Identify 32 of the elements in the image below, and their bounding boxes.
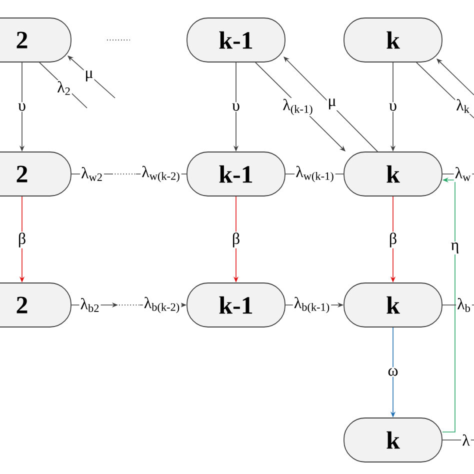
edge-label: β	[388, 232, 398, 248]
edge-label: λ	[461, 433, 471, 447]
edge-label: υ	[388, 102, 398, 112]
edge-label: λ$_{b(k-2)}$	[142, 296, 182, 314]
edge-label: λ$_{w(k-2)}$	[140, 164, 182, 184]
edge-label: υ	[231, 102, 241, 112]
state-box: k	[344, 18, 442, 62]
state-box: 2	[0, 152, 72, 196]
edge-label: ω	[386, 367, 400, 377]
state-box: k-1	[186, 282, 286, 328]
edge-label: λ$_{b2}$	[79, 297, 101, 313]
state-box: 2	[0, 18, 72, 62]
state-box: k	[344, 282, 442, 328]
edge-label: η	[450, 242, 460, 254]
edge-label: λ$_{b}$	[456, 297, 472, 313]
state-box: k	[344, 418, 442, 462]
edge-label: λ$_{w2}$	[80, 166, 104, 182]
edge-label: λ$_{k}$	[455, 98, 471, 114]
edge-label: β	[230, 232, 242, 248]
edge-label: λ$_{w}$	[454, 166, 472, 182]
edge-label: λ$_{b(k-1)}$	[292, 296, 332, 314]
edge-label: λ$_{(k-1)}$	[282, 98, 314, 116]
edge-label: μ	[326, 98, 338, 110]
edge-label: υ	[17, 102, 27, 112]
state-box: k	[344, 152, 442, 196]
edge-label: λ$_{w(k-1)}$	[294, 164, 336, 184]
edge-label: μ	[84, 70, 94, 82]
state-box: k-1	[186, 152, 286, 196]
state-box: k-1	[186, 18, 286, 62]
edge-label: λ$_{2}$	[56, 80, 72, 96]
edge-label: β	[16, 232, 28, 248]
state-box: 2	[0, 282, 72, 328]
